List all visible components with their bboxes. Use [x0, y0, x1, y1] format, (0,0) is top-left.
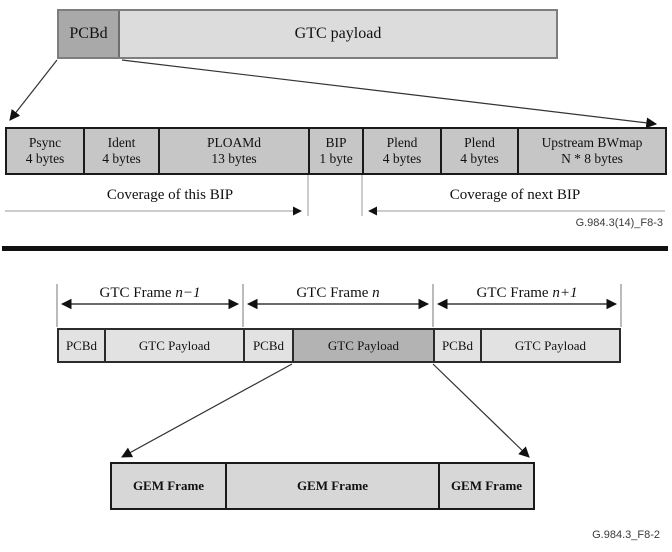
- field-name: PLOAMd: [206, 135, 261, 150]
- cell-label: GTC Payload: [138, 337, 211, 353]
- frame-label-prefix: GTC Frame: [296, 285, 373, 301]
- field-psync: Psync 4 bytes: [7, 129, 85, 173]
- field-size: 4 bytes: [25, 151, 65, 166]
- gem-frame-cell-3: GEM Frame: [440, 464, 533, 508]
- cell-label: PCBd: [252, 337, 285, 353]
- cell-label: GEM Frame: [450, 478, 523, 493]
- cell-label: GEM Frame: [132, 478, 205, 493]
- field-plend-2: Plend 4 bytes: [442, 129, 519, 173]
- frame-label-prefix: GTC Frame: [476, 285, 553, 301]
- field-size: 4 bytes: [460, 151, 499, 166]
- gem-expand-line-right: [432, 363, 530, 458]
- frame-label-var: n: [372, 285, 380, 301]
- frame-label-var: n−1: [175, 285, 201, 301]
- gtc-frame-n-minus-1-label: GTC Frame n−1: [57, 285, 243, 301]
- pcbd-label: PCBd: [69, 25, 108, 42]
- pcbd-cell: PCBd: [59, 11, 120, 57]
- downstream-frame-bar: PCBd GTC payload: [57, 9, 558, 59]
- pcbd-cell-1: PCBd: [59, 330, 106, 361]
- field-name: BIP: [325, 135, 347, 150]
- gem-frame-cell-1: GEM Frame: [112, 464, 227, 508]
- cell-label: PCBd: [65, 337, 98, 353]
- field-size: 1 byte: [319, 151, 353, 166]
- field-ploamd: PLOAMd 13 bytes: [160, 129, 310, 173]
- gtc-frame-n-plus-1-label: GTC Frame n+1: [433, 285, 621, 301]
- field-name: Plend: [386, 135, 418, 150]
- gtc-frames-bar: PCBd GTC Payload PCBd GTC Payload PCBd G…: [57, 328, 621, 363]
- gem-expand-line-left: [121, 363, 293, 458]
- cell-label: PCBd: [441, 337, 474, 353]
- gtc-payload-cell-1: GTC Payload: [106, 330, 245, 361]
- field-size: 4 bytes: [102, 151, 141, 166]
- gtc-frame-n-label: GTC Frame n: [243, 285, 433, 301]
- expand-line-left: [9, 59, 58, 121]
- field-upstream-bwmap: Upstream BWmap N * 8 bytes: [519, 129, 665, 173]
- field-ident: Ident 4 bytes: [85, 129, 160, 173]
- gem-frame-cell-2: GEM Frame: [227, 464, 440, 508]
- expand-line-right: [121, 59, 658, 129]
- field-name: Upstream BWmap: [541, 135, 643, 150]
- field-name: Ident: [107, 135, 136, 150]
- field-name: Psync: [28, 135, 62, 150]
- gtc-payload-label: GTC payload: [294, 25, 382, 42]
- pcbd-fields-bar: Psync 4 bytes Ident 4 bytes PLOAMd 13 by…: [5, 127, 667, 175]
- pcbd-cell-2: PCBd: [245, 330, 294, 361]
- cell-label: GEM Frame: [296, 478, 369, 493]
- frame-label-prefix: GTC Frame: [99, 285, 176, 301]
- cell-label: GTC Payload: [514, 337, 587, 353]
- field-size: 4 bytes: [382, 151, 422, 166]
- coverage-next-bip-label: Coverage of next BIP: [449, 187, 581, 203]
- cell-label: GTC Payload: [327, 337, 400, 353]
- gtc-payload-cell: GTC payload: [120, 11, 556, 57]
- field-plend-1: Plend 4 bytes: [364, 129, 442, 173]
- figure-caption-f8-2: G.984.3_F8-2: [592, 529, 660, 541]
- coverage-this-bip-label: Coverage of this BIP: [106, 187, 234, 203]
- field-size: N * 8 bytes: [561, 151, 623, 166]
- field-name: Plend: [464, 135, 495, 150]
- field-bip: BIP 1 byte: [310, 129, 364, 173]
- gem-frames-bar: GEM Frame GEM Frame GEM Frame: [110, 462, 535, 510]
- frame-label-var: n+1: [552, 285, 578, 301]
- gtc-payload-cell-highlighted: GTC Payload: [294, 330, 435, 361]
- figure-caption-f8-3: G.984.3(14)_F8-3: [575, 217, 663, 229]
- gtc-payload-cell-3: GTC Payload: [482, 330, 619, 361]
- section-divider: [2, 246, 668, 251]
- field-size: 13 bytes: [211, 151, 257, 166]
- pcbd-cell-3: PCBd: [435, 330, 482, 361]
